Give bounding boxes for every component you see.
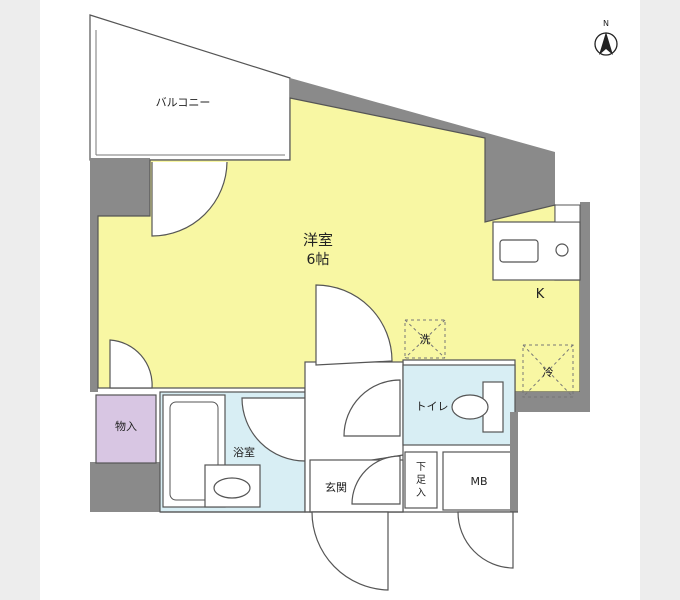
wall-top-right xyxy=(290,78,555,222)
washer-label: 洗 xyxy=(420,333,431,346)
bathroom-label: 浴室 xyxy=(233,445,255,459)
shoe-box-label-3: 入 xyxy=(416,488,426,499)
toilet-door[interactable] xyxy=(343,379,401,437)
meter-box-area xyxy=(442,451,516,511)
toilet-label: トイレ xyxy=(416,400,449,413)
meter-box-label: MB xyxy=(470,475,487,488)
balcony-label: バルコニー xyxy=(156,96,211,109)
entrance-label: 玄関 xyxy=(325,480,347,494)
western-room-label: 洋室 xyxy=(303,231,333,249)
stove-burner xyxy=(555,243,569,257)
toilet-bowl xyxy=(451,394,489,420)
wall-bottom-left xyxy=(90,462,160,512)
north-arrow-icon xyxy=(594,32,618,56)
shoe-box-area xyxy=(404,451,438,509)
kitchen-label: K xyxy=(536,287,545,302)
storage-area xyxy=(95,394,157,464)
western-room-size: 6帖 xyxy=(307,252,330,268)
washbasin-counter xyxy=(204,464,261,508)
washer-space xyxy=(404,319,446,359)
kitchen-sink xyxy=(499,239,539,263)
wall-left xyxy=(90,158,150,216)
shoe-box-label-1: 下 xyxy=(416,462,426,473)
fridge-space xyxy=(522,344,574,398)
fridge-label: 冷 xyxy=(543,366,554,379)
room-door[interactable] xyxy=(315,284,393,366)
entrance-closet-door[interactable] xyxy=(351,455,401,505)
compass-label: N xyxy=(603,19,609,28)
balcony-door[interactable] xyxy=(151,161,228,237)
shoe-box-label-2: 足 xyxy=(416,474,426,486)
entrance-door[interactable] xyxy=(311,511,389,591)
storage-door[interactable] xyxy=(109,339,153,389)
meter-box-door[interactable] xyxy=(457,511,514,569)
storage-label: 物入 xyxy=(115,419,137,433)
washbasin xyxy=(213,477,251,499)
bathroom-door[interactable] xyxy=(241,397,306,462)
